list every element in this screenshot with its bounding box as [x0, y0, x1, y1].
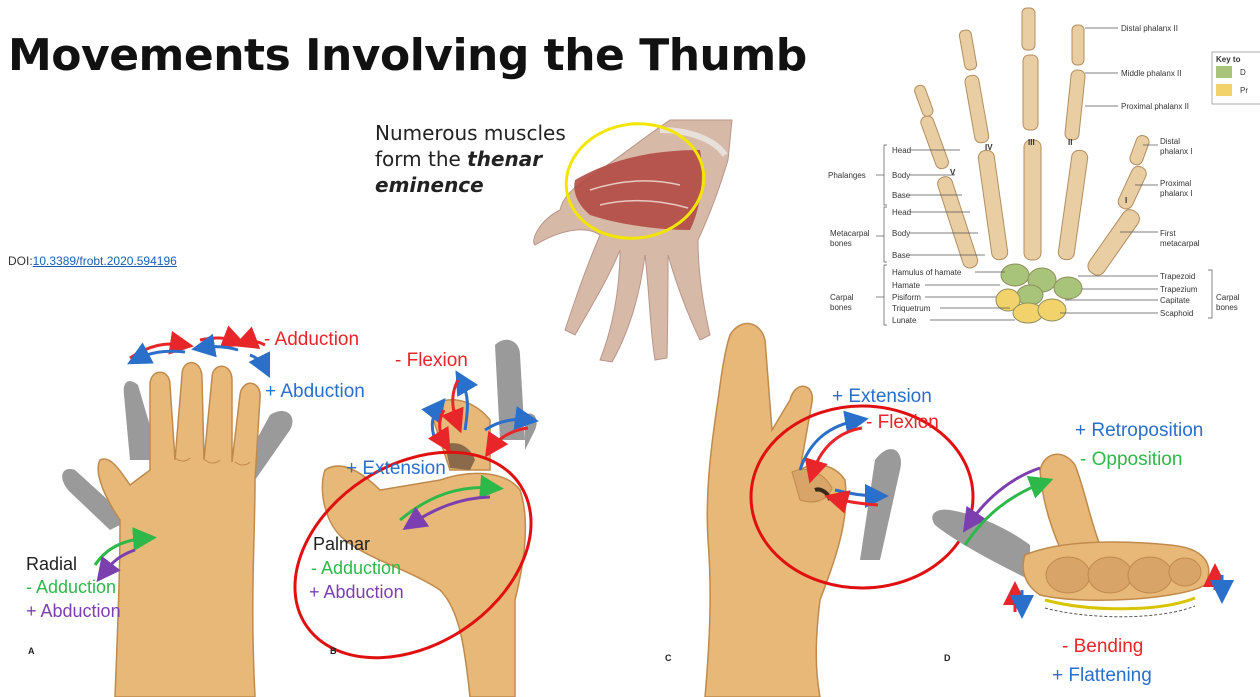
label-trapezoid: Trapezoid [1160, 272, 1195, 281]
roman-iv: IV [985, 143, 993, 152]
key-item-1: D [1240, 68, 1246, 77]
key-item-2: Pr [1240, 86, 1248, 95]
panel-a-radial-abduction: + Abduction [26, 601, 121, 621]
roman-ii: II [1068, 138, 1072, 147]
panel-b-palmar-adduction: - Adduction [311, 558, 401, 578]
key-swatch-green [1216, 66, 1232, 78]
doi-link[interactable]: 10.3389/frobt.2020.594196 [32, 254, 177, 268]
panel-b-highlight-circle [293, 450, 533, 660]
hand-skeleton-diagram: Phalanges Head Body Base Metacarpal bone… [828, 7, 1260, 326]
thenar-line2-prefix: form the [375, 147, 468, 171]
doi-prefix: DOI: [8, 254, 33, 268]
label-base-1: Base [892, 191, 911, 200]
thenar-line3: eminence [375, 172, 566, 198]
panel-a-radial-adduction: - Adduction [26, 577, 116, 597]
thenar-bold-word-2: eminence [375, 173, 484, 197]
panel-a-radial: Radial [26, 554, 77, 574]
key-title: Key to [1216, 55, 1241, 64]
label-metacarpal: Metacarpal [830, 229, 870, 238]
label-distal-1a: Distal [1160, 137, 1180, 146]
panel-b-hand [293, 339, 539, 697]
thenar-highlight-circle [564, 122, 706, 240]
panel-d-bending: - Bending [1062, 636, 1143, 657]
label-carpal-bones-b: bones [1216, 303, 1238, 312]
label-distal-phalanx-2: Distal phalanx II [1121, 24, 1178, 33]
label-distal-1b: phalanx I [1160, 147, 1192, 156]
label-proximal-phalanx-2: Proximal phalanx II [1121, 102, 1189, 111]
thenar-line1: Numerous muscles [375, 121, 566, 145]
panel-c-highlight-circle [749, 404, 975, 590]
panel-b-flexion: - Flexion [395, 350, 468, 371]
label-body-1: Body [892, 171, 910, 180]
roman-i: I [1125, 196, 1127, 205]
label-first-meta-a: First [1160, 229, 1176, 238]
panel-a-abduction: + Abduction [265, 381, 365, 402]
label-hamulus: Hamulus of hamate [892, 268, 962, 277]
key-box: Key to D Pr [1211, 51, 1260, 105]
label-phalanges: Phalanges [828, 171, 866, 180]
panel-d-letter: D [944, 653, 951, 663]
panel-b-palmar: Palmar [313, 534, 370, 554]
label-trapezium: Trapezium [1160, 285, 1198, 294]
panel-a-adduction: - Adduction [264, 329, 359, 350]
panel-c-flexion: - Flexion [866, 412, 939, 433]
panel-d-flattening: + Flattening [1052, 665, 1152, 686]
doi-citation: DOI:10.3389/frobt.2020.594196 [8, 254, 177, 268]
roman-v: V [950, 168, 956, 177]
panel-d-retroposition: + Retroposition [1075, 420, 1203, 441]
label-middle-phalanx-2: Middle phalanx II [1121, 69, 1181, 78]
page-title: Movements Involving the Thumb [8, 30, 807, 81]
label-proximal-1b: phalanx I [1160, 189, 1192, 198]
panel-a-letter: A [28, 646, 35, 656]
panel-c-hand [704, 322, 975, 697]
thenar-caption: Numerous muscles form the thenar eminenc… [375, 120, 566, 198]
panel-d-opposition: - Opposition [1080, 449, 1182, 470]
panel-b-extension: + Extension [346, 458, 446, 479]
label-base-2: Base [892, 251, 911, 260]
label-head-1: Head [892, 146, 911, 155]
label-scaphoid: Scaphoid [1160, 309, 1193, 318]
panel-c-letter: C [665, 653, 672, 663]
label-pisiform: Pisiform [892, 293, 921, 302]
label-lunate: Lunate [892, 316, 917, 325]
muscle-hand-illustration [533, 119, 733, 363]
panel-c-extension: + Extension [832, 386, 932, 407]
label-proximal-1a: Proximal [1160, 179, 1191, 188]
label-bones-1: bones [830, 239, 852, 248]
thenar-line2: form the thenar [375, 146, 566, 172]
label-head-2: Head [892, 208, 911, 217]
label-hamate: Hamate [892, 281, 921, 290]
label-body-2: Body [892, 229, 910, 238]
label-carpal: Carpal [830, 293, 854, 302]
panel-b-palmar-abduction: + Abduction [309, 582, 404, 602]
key-swatch-yellow [1216, 84, 1232, 96]
label-bones-2: bones [830, 303, 852, 312]
label-triquetrum: Triquetrum [892, 304, 931, 313]
panel-d-hand [932, 453, 1234, 619]
roman-iii: III [1028, 138, 1035, 147]
thenar-bold-word: thenar [467, 147, 543, 171]
label-carpal-bones-a: Carpal [1216, 293, 1240, 302]
panel-a-hand [62, 325, 293, 697]
label-first-meta-b: metacarpal [1160, 239, 1200, 248]
label-capitate: Capitate [1160, 296, 1190, 305]
panel-b-letter: B [330, 646, 337, 656]
